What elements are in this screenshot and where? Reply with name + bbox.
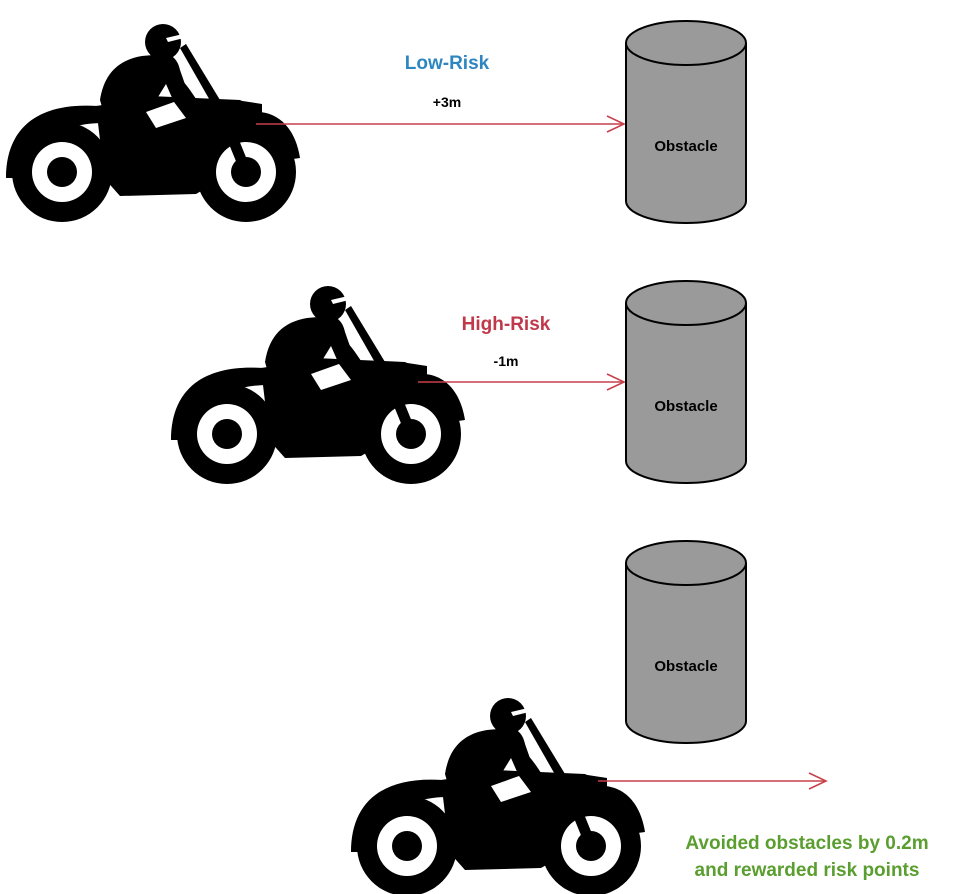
result-text-line2: and rewarded risk points <box>695 860 920 881</box>
obstacle-cylinder-icon <box>625 20 747 224</box>
distance-label: +3m <box>433 94 461 110</box>
motorcycle-icon <box>171 286 465 484</box>
obstacle-cylinder-icon <box>625 280 747 484</box>
obstacle-label: Obstacle <box>654 658 717 675</box>
scenario-high-risk: Obstacle High-Risk -1m <box>171 280 747 484</box>
distance-label: -1m <box>494 353 519 369</box>
scenario-avoided: Obstacle Avoided obstacles by 0.2m and r… <box>351 540 929 894</box>
risk-label-high: High-Risk <box>462 314 551 335</box>
obstacle-label: Obstacle <box>654 398 717 415</box>
scenario-low-risk: Obstacle Low-Risk +3m <box>6 20 747 224</box>
obstacle-label: Obstacle <box>654 138 717 155</box>
motorcycle-icon <box>6 24 300 222</box>
risk-label-low: Low-Risk <box>405 53 490 74</box>
obstacle-cylinder-icon <box>625 540 747 744</box>
result-text-line1: Avoided obstacles by 0.2m <box>685 833 928 854</box>
motorcycle-icon <box>351 698 645 894</box>
